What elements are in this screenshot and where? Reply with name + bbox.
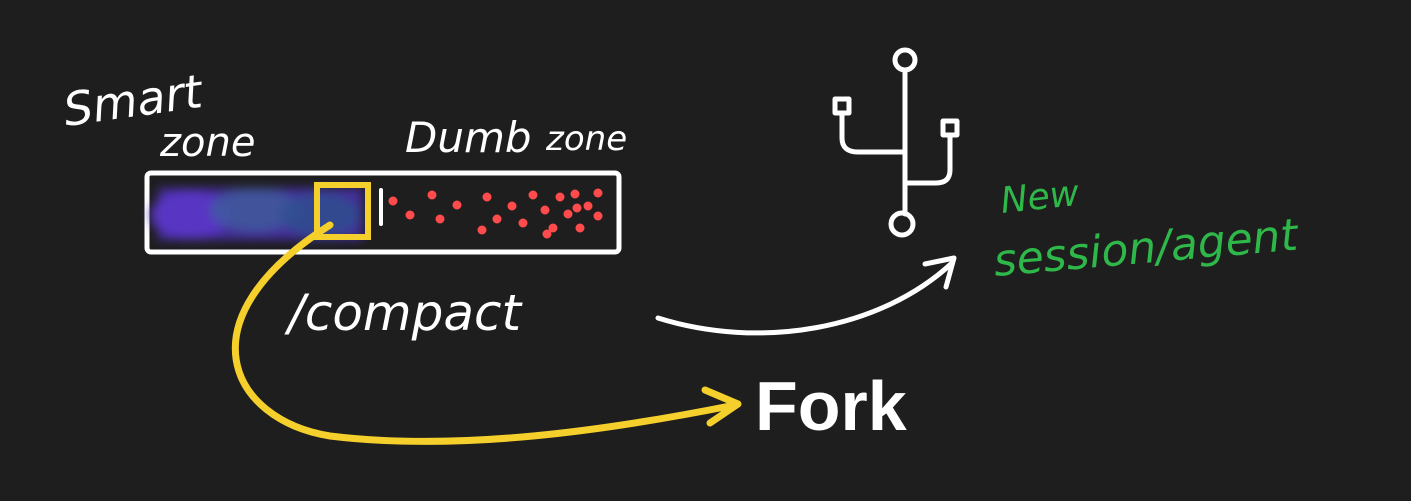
compact-label: /compact — [284, 284, 524, 342]
context-window-bar — [144, 170, 622, 255]
dumb-zone-dots — [388, 188, 603, 239]
smart-zone-fill — [150, 188, 363, 240]
context-bar-outline — [144, 170, 622, 255]
fork-arrow — [655, 260, 955, 336]
new-session-label-line1: New — [999, 173, 1082, 222]
dumb-zone-label-line1: Dumb — [405, 113, 532, 162]
fork-label: Fork — [755, 367, 907, 445]
fork-arrow-head — [922, 255, 957, 290]
dumb-zone-label-line2: zone — [545, 119, 627, 159]
compact-arrow — [231, 221, 739, 445]
compact-highlight-box — [314, 182, 371, 240]
compact-arrow-head — [701, 386, 742, 427]
smart-zone-label-line2: zone — [159, 120, 255, 166]
new-session-label-line2: session/agent — [992, 209, 1302, 287]
usb-branch-icon — [832, 47, 960, 238]
